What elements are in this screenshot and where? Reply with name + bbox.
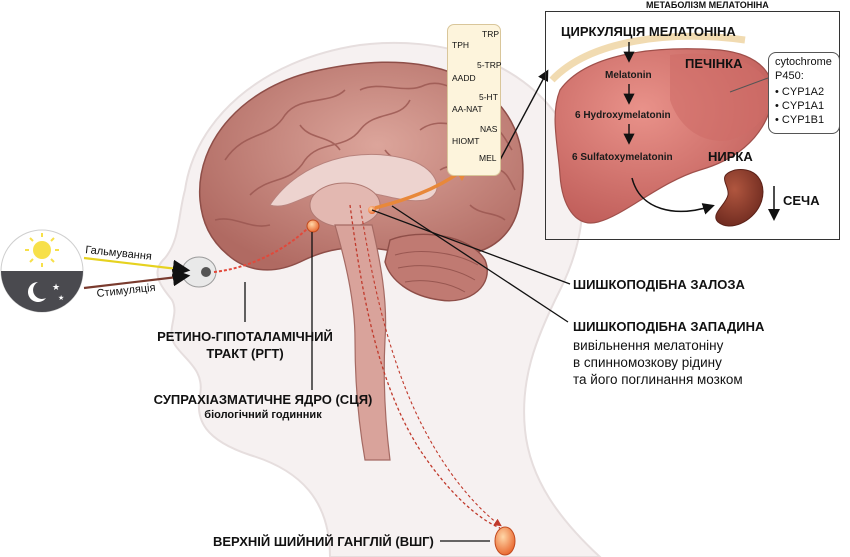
sympathetic-path-return: [359, 204, 502, 527]
secretion-arrow: [374, 170, 462, 210]
mel-to-metabolism-arrow: [499, 69, 549, 161]
sympathetic-path: [349, 204, 501, 529]
metabolism-title: МЕТАБОЛІЗМ МЕЛАТОНІНА: [646, 0, 769, 10]
cerebellum-folds: [394, 251, 479, 293]
rht-label-1: РЕТИНО-ГІПОТАЛАМІЧНИЙ: [157, 329, 333, 344]
day-night-icon: ★ ★: [0, 229, 84, 313]
enzyme-tph: TPH: [452, 40, 469, 50]
cyp-title-2: P450:: [775, 70, 804, 82]
cytochrome-box: [768, 52, 840, 134]
enzyme-aanat: AA-NAT: [452, 104, 483, 114]
gallbladder-band: [549, 32, 746, 83]
hydroxymelatonin-label: 6 Hydroxymelatonin: [575, 110, 671, 121]
cyp-item-2: • CYP1A1: [775, 100, 825, 112]
enzyme-aadd: AADD: [452, 73, 476, 83]
metabolite-5ht: 5-HT: [479, 92, 498, 102]
pineal-recess-leader: [391, 205, 569, 323]
pineal-gland-label: ШИШКОПОДІБНА ЗАЛОЗА: [573, 277, 745, 292]
svg-text:★: ★: [58, 294, 64, 302]
metabolite-trp: TRP: [482, 29, 499, 39]
sulfatoxymelatonin-label: 6 Sulfatoxymelatonin: [572, 152, 673, 163]
cyp-item-1: • CYP1A2: [775, 86, 825, 98]
recess-desc-2: в спинномозкову рідину: [573, 355, 722, 370]
melatonin-label: Melatonin: [605, 70, 652, 81]
liver-right-lobe: [670, 53, 770, 141]
stimulation-arrow: [83, 268, 191, 290]
metabolite-5trp: 5-TRP: [477, 60, 502, 70]
kidney-shape: [715, 169, 764, 227]
biosynthesis-pathway-box: [447, 24, 501, 176]
cyp-leader: [729, 77, 769, 93]
scn-node: [306, 219, 320, 233]
brainstem: [334, 224, 391, 461]
cyp-item-3: • CYP1B1: [775, 114, 825, 126]
inhibition-arrow: [83, 256, 191, 278]
pineal-gland-leader: [371, 209, 571, 285]
recess-desc-1: вивільнення мелатоніну: [573, 338, 724, 353]
metabolite-nas: NAS: [480, 124, 498, 134]
liver-to-kidney-arrow: [631, 177, 715, 215]
eye-icon: [181, 256, 217, 288]
kidney-label: НИРКА: [708, 149, 753, 164]
scn-desc: біологічний годинник: [204, 409, 322, 421]
scg-node: [494, 526, 516, 556]
urine-label: СЕЧА: [783, 193, 820, 208]
brain-thalamus: [309, 182, 381, 228]
pineal-recess-label: ШИШКОПОДІБНА ЗАПАДИНА: [573, 319, 765, 334]
circulation-label: ЦИРКУЛЯЦІЯ МЕЛАТОНІНА: [561, 24, 736, 39]
liver-label: ПЕЧІНКА: [685, 56, 743, 71]
cyp-title-1: cytochrome: [775, 56, 832, 68]
scn-label: СУПРАХІАЗМАТИЧНЕ ЯДРО (СЦЯ): [153, 392, 373, 407]
rht-tract: [213, 227, 309, 273]
recess-desc-3: та його поглинання мозком: [573, 372, 743, 387]
enzyme-hiomt: HIOMT: [452, 136, 480, 146]
svg-text:★: ★: [52, 283, 60, 293]
metabolite-mel: MEL: [479, 153, 497, 163]
scg-label: ВЕРХНІЙ ШИЙНИЙ ГАНГЛІЙ (ВШГ): [213, 534, 434, 549]
rht-label-2: ТРАКТ (РГТ): [206, 346, 284, 361]
